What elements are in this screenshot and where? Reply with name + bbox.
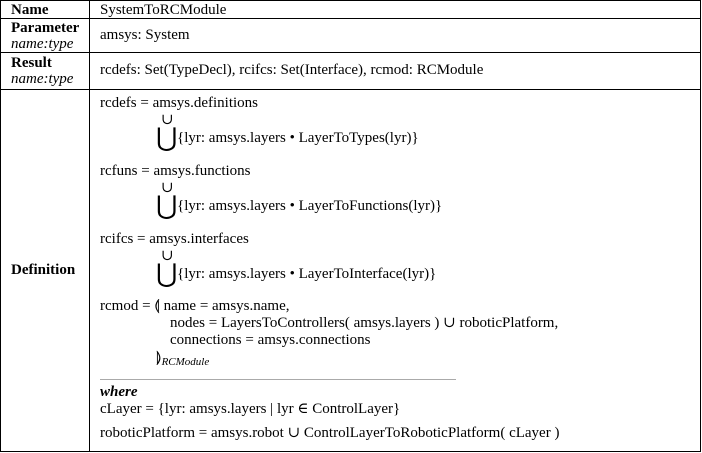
rcmod-connections: connections = amsys.connections xyxy=(170,332,371,348)
rcifcs-head: rcifcs = amsys.interfaces xyxy=(100,231,249,247)
rcifcs-union-symbol: ∪ xyxy=(161,248,174,264)
rcifcs-set: {lyr: amsys.layers • LayerToInterface(ly… xyxy=(177,266,437,282)
parameter-value: amsys: System xyxy=(100,27,190,43)
rcifcs-big-union-symbol: ⋃ xyxy=(156,259,178,288)
rcmod-close-subscript: RCModule xyxy=(161,356,210,368)
definition-label-cell: Definition xyxy=(1,90,90,452)
parameter-sublabel: name:type xyxy=(11,36,74,52)
name-row: Name SystemToRCModule xyxy=(1,1,700,19)
rcmod-close-bracket: ⟭ xyxy=(156,350,162,366)
rcfuns-set: {lyr: amsys.layers • LayerToFunctions(ly… xyxy=(177,198,443,214)
parameter-label: Parameter xyxy=(11,20,80,36)
rcfuns-union-symbol: ∪ xyxy=(161,180,174,196)
robotic-platform-definition: roboticPlatform = amsys.robot ∪ ControlL… xyxy=(100,425,560,441)
rcmod-head: rcmod = ⟬ name = amsys.name, xyxy=(100,298,290,314)
rcdefs-set: {lyr: amsys.layers • LayerToTypes(lyr)} xyxy=(177,130,419,146)
rcmod-nodes: nodes = LayersToControllers( amsys.layer… xyxy=(170,315,559,331)
parameter-label-cell: Parameter name:type xyxy=(1,19,90,52)
definition-label: Definition xyxy=(11,262,76,278)
rcmod-close: ⟭RCModule xyxy=(156,349,209,371)
where-separator xyxy=(100,379,456,380)
clayer-definition: cLayer = {lyr: amsys.layers | lyr ∈ Cont… xyxy=(100,401,401,417)
result-row: Result name:type rcdefs: Set(TypeDecl), … xyxy=(1,53,700,90)
rcdefs-union-symbol: ∪ xyxy=(161,112,174,128)
result-sublabel: name:type xyxy=(11,71,74,87)
rcfuns-head: rcfuns = amsys.functions xyxy=(100,163,251,179)
name-label-cell: Name xyxy=(1,1,90,18)
name-label: Name xyxy=(11,2,49,18)
definition-row: Definition rcdefs = amsys.definitions ∪ … xyxy=(1,90,700,452)
result-value: rcdefs: Set(TypeDecl), rcifcs: Set(Inter… xyxy=(100,62,484,78)
name-value: SystemToRCModule xyxy=(100,2,227,18)
result-label: Result xyxy=(11,55,52,71)
rcdefs-big-union-symbol: ⋃ xyxy=(156,123,178,152)
where-keyword: where xyxy=(100,384,138,400)
parameter-row: Parameter name:type amsys: System xyxy=(1,19,700,53)
result-label-cell: Result name:type xyxy=(1,53,90,89)
rcfuns-big-union-symbol: ⋃ xyxy=(156,191,178,220)
rcdefs-head: rcdefs = amsys.definitions xyxy=(100,95,259,111)
